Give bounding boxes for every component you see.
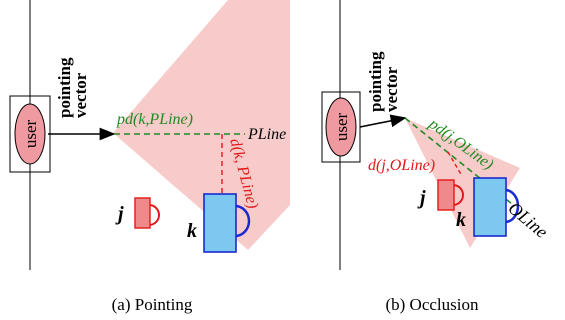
panel-occlusion: user pointing vector pd(j,OLine) d(j,OLi… [321, 0, 552, 314]
d-label: d(j,OLine) [368, 157, 435, 174]
pointing-vector-label-2: vector [382, 66, 401, 112]
pd-label: pd(k,PLine) [116, 111, 193, 128]
mug-j [437, 179, 464, 211]
object-j-label: j [115, 203, 124, 225]
object-k-label: k [187, 220, 197, 242]
mug-k [203, 193, 251, 253]
occlusion-cone [405, 118, 520, 248]
object-k-label: k [456, 209, 466, 231]
distance-dashed [447, 151, 463, 177]
mug-k [473, 177, 520, 237]
user-label: user [332, 113, 351, 142]
user-head [325, 97, 357, 157]
user-label: user [21, 120, 40, 149]
panel-pointing: user pointing vector pd(k,PLine) PLine d… [9, 0, 290, 314]
user-head [14, 103, 46, 165]
pointing-cone [113, 0, 290, 250]
pointing-vector-arrow [359, 114, 407, 128]
caption-a: (a) Pointing [112, 295, 193, 314]
pline-label: PLine [247, 126, 286, 143]
mug-j [134, 197, 160, 229]
pointing-vector-label-2: vector [71, 72, 90, 118]
object-j-label: j [417, 187, 426, 209]
caption-b: (b) Occlusion [385, 295, 479, 314]
pointing-vector-label-1: pointing [55, 57, 74, 118]
pointing-vector-label-1: pointing [366, 51, 385, 112]
